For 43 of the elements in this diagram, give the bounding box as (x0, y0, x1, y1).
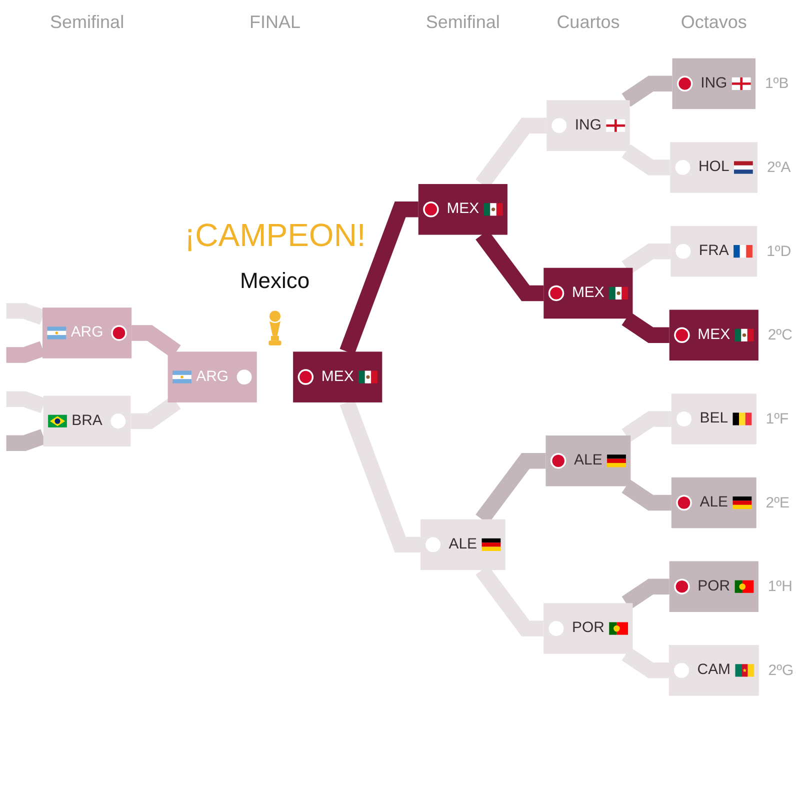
group-rank-label: 2ºE (766, 494, 790, 512)
champion-name: Mexico (240, 268, 310, 294)
connector (622, 76, 672, 107)
node-box: POR (544, 603, 633, 654)
connector (622, 647, 669, 678)
round-heading: Cuartos (556, 12, 620, 33)
connector (340, 202, 418, 354)
node-box: ARG (42, 308, 132, 358)
node-box: HOL (670, 142, 758, 193)
round-heading: Semifinal (426, 12, 500, 33)
connector (622, 411, 672, 442)
node-box: MEX (669, 310, 758, 361)
group-rank-label: 2ºA (767, 159, 791, 176)
node-box: ING (672, 58, 756, 110)
node-box: CAM (668, 645, 759, 696)
node-box: MEX (418, 184, 508, 235)
node-box: BRA (43, 396, 131, 446)
group-rank-label: 1ºB (764, 75, 789, 92)
connector (622, 578, 670, 610)
node-box: BEL (671, 394, 756, 444)
connector (622, 312, 670, 343)
round-heading: FINAL (249, 12, 300, 33)
node-box: ALE (546, 435, 631, 486)
group-rank-label: 2ºC (768, 326, 792, 344)
round-heading: Semifinal (50, 12, 124, 33)
connector (622, 243, 671, 274)
node-box: ALE (671, 477, 756, 528)
node-box: ING (546, 100, 630, 151)
node-box: POR (669, 561, 758, 612)
group-rank-label: 2ºG (768, 662, 794, 679)
champion-heading: ¡CAMPEON! (184, 216, 366, 254)
connector (622, 144, 670, 176)
node-box: MEX (293, 352, 382, 402)
group-rank-label: 1ºH (768, 578, 792, 596)
connector (340, 400, 420, 553)
round-heading: Octavos (680, 12, 747, 33)
node-box: MEX (544, 268, 633, 319)
connector (622, 480, 672, 511)
group-rank-label: 1ºD (766, 242, 792, 260)
node-box: ALE (420, 519, 506, 570)
node-box: FRA (670, 226, 758, 277)
group-rank-label: 1ºF (766, 410, 789, 428)
node-box: ARG (168, 352, 257, 402)
